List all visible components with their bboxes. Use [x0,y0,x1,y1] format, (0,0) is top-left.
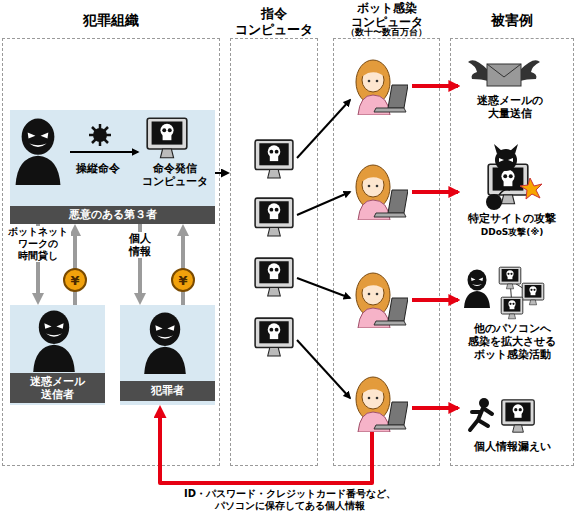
column-heading: 指令 コンピュータ [230,6,318,37]
column-heading: 被害例 [450,12,574,29]
infected-user [356,377,408,432]
damage-note: DDoS攻撃(※) [450,227,574,238]
command-monitor [255,140,293,178]
actor-panel: 犯罪者 [120,305,215,405]
damage-arrow [412,298,458,302]
damage-arrow [412,406,458,410]
network-line [510,280,532,306]
control-arrow [297,278,350,298]
infected-user [356,60,408,115]
leak-line [370,432,374,466]
devil-horns [494,144,518,154]
actor-band: 犯罪者 [120,381,215,401]
computer-label: 命令発信 コンピュータ [136,162,214,188]
actor-panel: 操縦命令命令発信 コンピュータ悪意のある第３者 [10,110,215,224]
column-box: 指令 コンピュータ [230,0,318,466]
edge-label: ID・パスワード・クレジットカード番号など、 パソコンに保存してある個人情報 [150,488,430,512]
infected-user [356,165,408,220]
thief-body [470,408,492,430]
command-label: 操縦命令 [66,162,130,175]
network-monitor [522,283,544,305]
command-monitor [255,258,293,296]
damage-label: 迷惑メールの 大量送信 [455,94,565,120]
actor-band: 悪意のある第３者 [10,206,215,224]
actor-band: 迷惑メール 送信者 [10,373,105,403]
control-arrow [297,100,350,158]
explosion [520,178,542,199]
mail-wing [520,60,540,81]
bomb [486,194,502,210]
leak-monitor [502,400,534,432]
column-heading: 犯罪組織 [2,12,220,29]
control-arrow [297,192,350,215]
yen-coin: ¥ [63,268,87,292]
devil-head [495,149,517,171]
edge-label: 個人 情報 [126,232,154,258]
network-monitor [499,267,521,289]
infector-figure [464,270,490,309]
damage-arrow [412,84,458,88]
damage-arrow [412,190,458,194]
flow-arrow [160,414,372,483]
edge-label: ボットネット ワークの 時間貸し [5,226,71,262]
command-monitor [255,198,293,236]
thief-head [479,398,489,408]
damage-label: 個人情報漏えい [450,440,574,453]
column-heading: ボット感染 コンピュータ [333,1,440,30]
damage-label: 他のパソコンへ 感染を拡大させる ボット感染活動 [452,322,572,362]
network-monitor [501,297,523,319]
mail-wing [468,60,488,81]
mail-envelope [487,64,521,86]
yen-coin: ¥ [171,268,195,292]
column-frame [230,38,318,466]
control-arrow [297,340,350,398]
damage-label: 特定サイトの攻撃 [450,212,574,225]
bomb-fuse [499,190,510,195]
command-monitor [255,318,293,356]
column-box: ボット感染 コンピュータ（数十〜数百万台） [333,0,440,466]
infected-user [356,273,408,328]
column-subheading: （数十〜数百万台） [333,27,440,38]
flow-arrow [215,172,224,174]
actor-panel: 迷惑メール 送信者 [10,305,105,405]
mail-flap [487,64,521,77]
target-monitor [488,164,528,204]
column-frame [333,38,440,466]
devil-eyes [499,158,513,162]
